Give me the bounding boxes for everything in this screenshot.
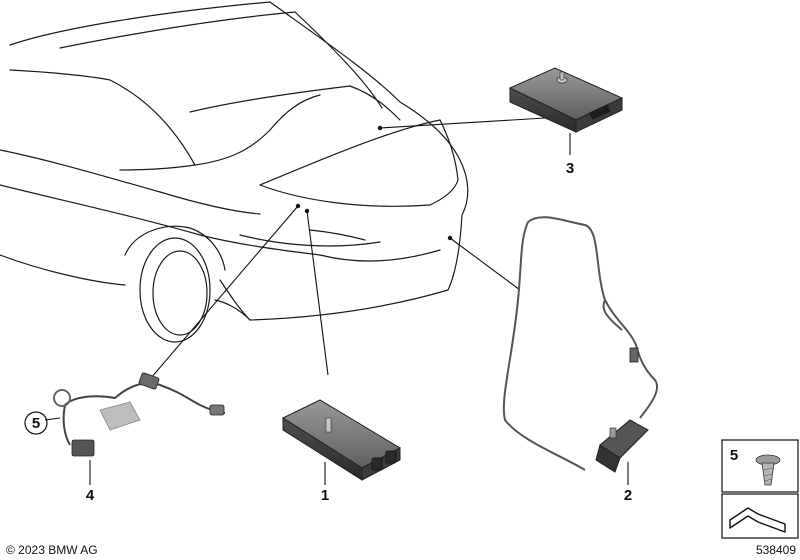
diagram-id: 538409 [756,543,796,557]
callout-5-circle [24,411,48,435]
copyright-text: © 2023 BMW AG [6,543,98,557]
legend-item-number: 5 [730,447,738,464]
part-2-antenna-cable [502,216,659,473]
callout-1: 1 [321,487,329,504]
legend-box: 5 [721,439,799,539]
part-1-antenna-amplifier [281,399,402,481]
car-outline [0,1,469,343]
callout-5: 5 [32,415,40,432]
callout-2: 2 [624,487,632,504]
screw-icon [755,454,781,486]
zigzag-icon [729,507,786,533]
callout-4: 4 [86,487,95,504]
leader-lines [44,117,629,485]
part-4-wiring-harness [53,372,226,457]
callout-3: 3 [566,160,574,177]
part-3-control-unit [508,67,624,133]
